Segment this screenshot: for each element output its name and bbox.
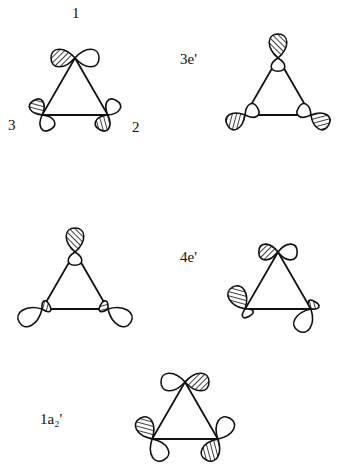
orbital-set <box>27 49 123 133</box>
orbital-lobe <box>242 102 261 121</box>
orbital-lobe <box>144 435 171 465</box>
orbital-lobe <box>68 252 82 265</box>
orbital-lobe <box>210 414 237 444</box>
triangle-outline <box>245 252 311 309</box>
p-orbital <box>51 49 99 67</box>
orbital-lobe <box>278 244 297 260</box>
triangle-outline <box>152 382 218 439</box>
p-orbital <box>27 97 57 134</box>
vertex-number: 2 <box>132 120 140 135</box>
triangle-outline <box>42 58 108 115</box>
orbital-lobe <box>101 97 122 119</box>
p-orbital <box>15 297 54 330</box>
p-orbital <box>66 228 84 265</box>
orbital-lobe <box>39 300 52 314</box>
orbital-lobe <box>269 34 287 58</box>
p-orbital <box>294 101 332 132</box>
vertex-number: 3 <box>8 118 16 133</box>
p-orbital <box>223 101 261 132</box>
p-orbital <box>132 414 171 464</box>
p-orbital <box>259 244 297 260</box>
orbital-lobe <box>36 111 57 133</box>
p-orbital <box>198 414 237 464</box>
orbital-lobe <box>75 49 99 67</box>
p-orbital <box>291 297 323 335</box>
p-orbital <box>225 283 257 321</box>
vertex-number: 1 <box>72 6 80 21</box>
orbital-lobe <box>295 102 314 121</box>
orbital-set <box>132 373 237 464</box>
orbital-set <box>223 34 332 132</box>
triangle-outline <box>42 252 108 309</box>
symmetry-label: 1a₂' <box>40 412 62 427</box>
orbital-lobe <box>185 373 209 391</box>
orbital-lobe <box>98 300 111 314</box>
orbital-set <box>15 228 135 330</box>
orbital-lobe <box>306 299 320 312</box>
orbital-lobe <box>161 373 185 391</box>
symmetry-label: 3e' <box>180 52 197 67</box>
p-orbital <box>96 297 135 330</box>
orbital-set <box>225 244 323 335</box>
orbital-lobe <box>66 228 84 252</box>
p-orbital <box>161 373 209 391</box>
p-orbital <box>93 97 123 134</box>
symmetry-label: 4e' <box>180 250 197 265</box>
orbital-lobe <box>51 49 75 67</box>
orbital-lobe <box>132 414 159 444</box>
orbital-lobe <box>240 306 254 319</box>
p-orbital <box>269 34 287 71</box>
orbital-lobe <box>259 244 278 260</box>
orbital-lobe <box>271 58 285 71</box>
orbital-lobe <box>198 435 225 465</box>
